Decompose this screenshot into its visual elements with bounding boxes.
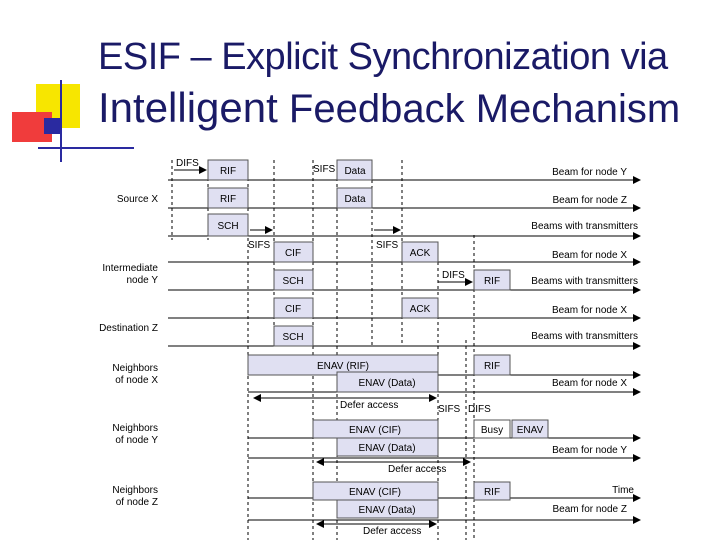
frame-enav-data-z (336, 499, 439, 519)
frame-rif-x (473, 354, 511, 376)
frame-ack-z (401, 297, 439, 319)
deco-blue-square (44, 118, 62, 134)
row-neighbors-x-1: Neighbors (112, 363, 158, 374)
frame-busy-y (473, 419, 511, 439)
frame-ack-y (401, 241, 439, 263)
label-rif-y2: RIF (484, 276, 500, 287)
beam-node-x-2: Beam for node X (552, 305, 627, 316)
label-sch-z: SCH (282, 332, 303, 343)
frame-cif-y (273, 241, 314, 263)
slide-title-line-2: Intelligent Feedback Mechanism (98, 84, 718, 132)
row-destination-z: Destination Z (99, 323, 158, 334)
row-neighbors-z-2: of node Z (116, 497, 158, 508)
interval-arrows (174, 166, 473, 528)
label-sch-x: SCH (217, 221, 238, 232)
label-busy-y: Busy (481, 425, 503, 436)
frame-enav-data-x (336, 371, 439, 393)
label-rif-z: RIF (220, 194, 236, 205)
frame-sch-x (207, 213, 249, 237)
beam-node-x-1: Beam for node X (552, 250, 627, 261)
label-sifs-4: SIFS (438, 404, 461, 415)
label-rif-y: RIF (220, 166, 236, 177)
row-source-x: Source X (117, 194, 158, 205)
label-defer-x: Defer access (340, 400, 398, 411)
title-rest: Feedback Mechanism (277, 87, 681, 131)
label-data-y: Data (344, 166, 366, 177)
beam-with-tx-3: Beams with transmitters (531, 331, 638, 342)
label-ack-y: ACK (410, 248, 431, 259)
label-sifs-3: SIFS (376, 240, 399, 251)
frame-enav-y (511, 419, 549, 439)
beam-with-tx-1: Beams with transmitters (531, 221, 638, 232)
label-enav-cif-z: ENAV (CIF) (349, 487, 401, 498)
beam-node-z-2: Beam for node Z (553, 504, 627, 515)
frame-data-z (336, 187, 373, 209)
frame-rif-z2 (473, 481, 511, 501)
slide-title-line-1: ESIF – Explicit Synchronization via (98, 36, 668, 78)
label-sifs-2: SIFS (248, 240, 271, 251)
label-enav-data-z: ENAV (Data) (358, 505, 415, 516)
row-intermediate-1: Intermediate (102, 263, 158, 274)
frame-enav-data-y (336, 437, 439, 457)
frames (207, 159, 549, 519)
frame-data-y (336, 159, 373, 181)
label-rif-z2: RIF (484, 487, 500, 498)
row-neighbors-y-2: of node Y (115, 435, 158, 446)
frame-cif-z (273, 297, 314, 319)
title-word-intelligent: Intelligent (98, 84, 278, 131)
frame-rif-y (207, 159, 249, 181)
row-neighbors-z-1: Neighbors (112, 485, 158, 496)
label-difs-3: DIFS (468, 404, 491, 415)
label-enav-data-x: ENAV (Data) (358, 378, 415, 389)
label-cif-z: CIF (285, 304, 301, 315)
label-enav-rif-x: ENAV (RIF) (317, 361, 369, 372)
label-time: Time (612, 485, 634, 496)
label-sch-y: SCH (282, 276, 303, 287)
label-difs-2: DIFS (442, 270, 465, 281)
label-defer-y: Defer access (388, 464, 446, 475)
deco-horizontal-line (38, 147, 134, 149)
beam-node-x-3: Beam for node X (552, 378, 627, 389)
label-defer-z: Defer access (363, 526, 421, 537)
label-sifs-1: SIFS (313, 164, 336, 175)
frame-rif-z (207, 187, 249, 209)
label-rif-x: RIF (484, 361, 500, 372)
label-cif-y: CIF (285, 248, 301, 259)
beam-node-z-1: Beam for node Z (553, 195, 627, 206)
frame-sch-y (273, 269, 314, 291)
row-neighbors-x-2: of node X (115, 375, 158, 386)
label-ack-z: ACK (410, 304, 431, 315)
deco-vertical-line (60, 80, 62, 162)
beam-node-y-2: Beam for node Y (552, 445, 627, 456)
row-intermediate-2: node Y (126, 275, 158, 286)
row-neighbors-y-1: Neighbors (112, 423, 158, 434)
label-difs-1: DIFS (176, 158, 199, 169)
beam-node-y-1: Beam for node Y (552, 167, 627, 178)
frame-rif-y2 (473, 269, 511, 291)
beam-with-tx-2: Beams with transmitters (531, 276, 638, 287)
label-enav-cif-y: ENAV (CIF) (349, 425, 401, 436)
label-enav-y: ENAV (517, 425, 544, 436)
label-enav-data-y: ENAV (Data) (358, 443, 415, 454)
frame-sch-z (273, 325, 314, 347)
label-data-z: Data (344, 194, 366, 205)
